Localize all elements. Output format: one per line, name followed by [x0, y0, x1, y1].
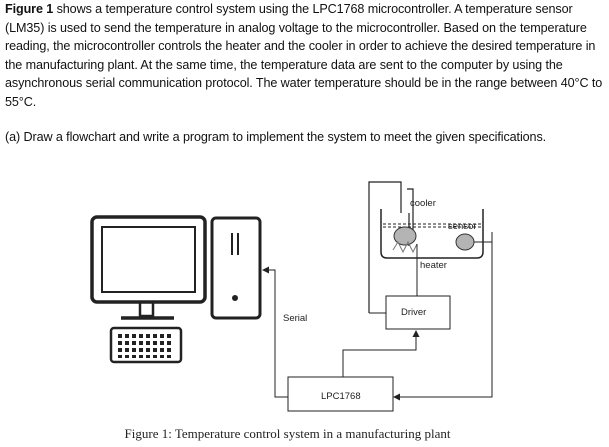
heater-label: heater [420, 260, 447, 271]
monitor-icon [90, 215, 207, 320]
keyboard-icon [109, 326, 183, 364]
cooler-element [393, 226, 417, 246]
figure-ref: Figure 1 [5, 2, 54, 16]
driver-label: Driver [401, 307, 426, 318]
water-tank [380, 209, 484, 259]
figure-caption: Figure 1: Temperature control system in … [124, 426, 451, 441]
computer-tower-icon [210, 216, 262, 320]
sensor-wire [393, 232, 493, 401]
lpc1768-block [287, 376, 394, 412]
cooler-pipe [368, 181, 414, 313]
mcu-to-driver-arrow [342, 330, 420, 377]
cooler-label: cooler [410, 198, 436, 209]
sensor-element [455, 233, 475, 251]
sensor-label: sensor [448, 221, 477, 232]
problem-intro-text: shows a temperature control system using… [5, 2, 603, 109]
heater-coil [392, 240, 418, 254]
serial-label: Serial [283, 313, 307, 324]
mcu-label: LPC1768 [321, 391, 361, 402]
question-a: (a) Draw a flowchart and write a program… [5, 130, 547, 144]
serial-arrow [262, 266, 288, 398]
problem-statement: Figure 1 shows a temperature control sys… [5, 0, 607, 112]
